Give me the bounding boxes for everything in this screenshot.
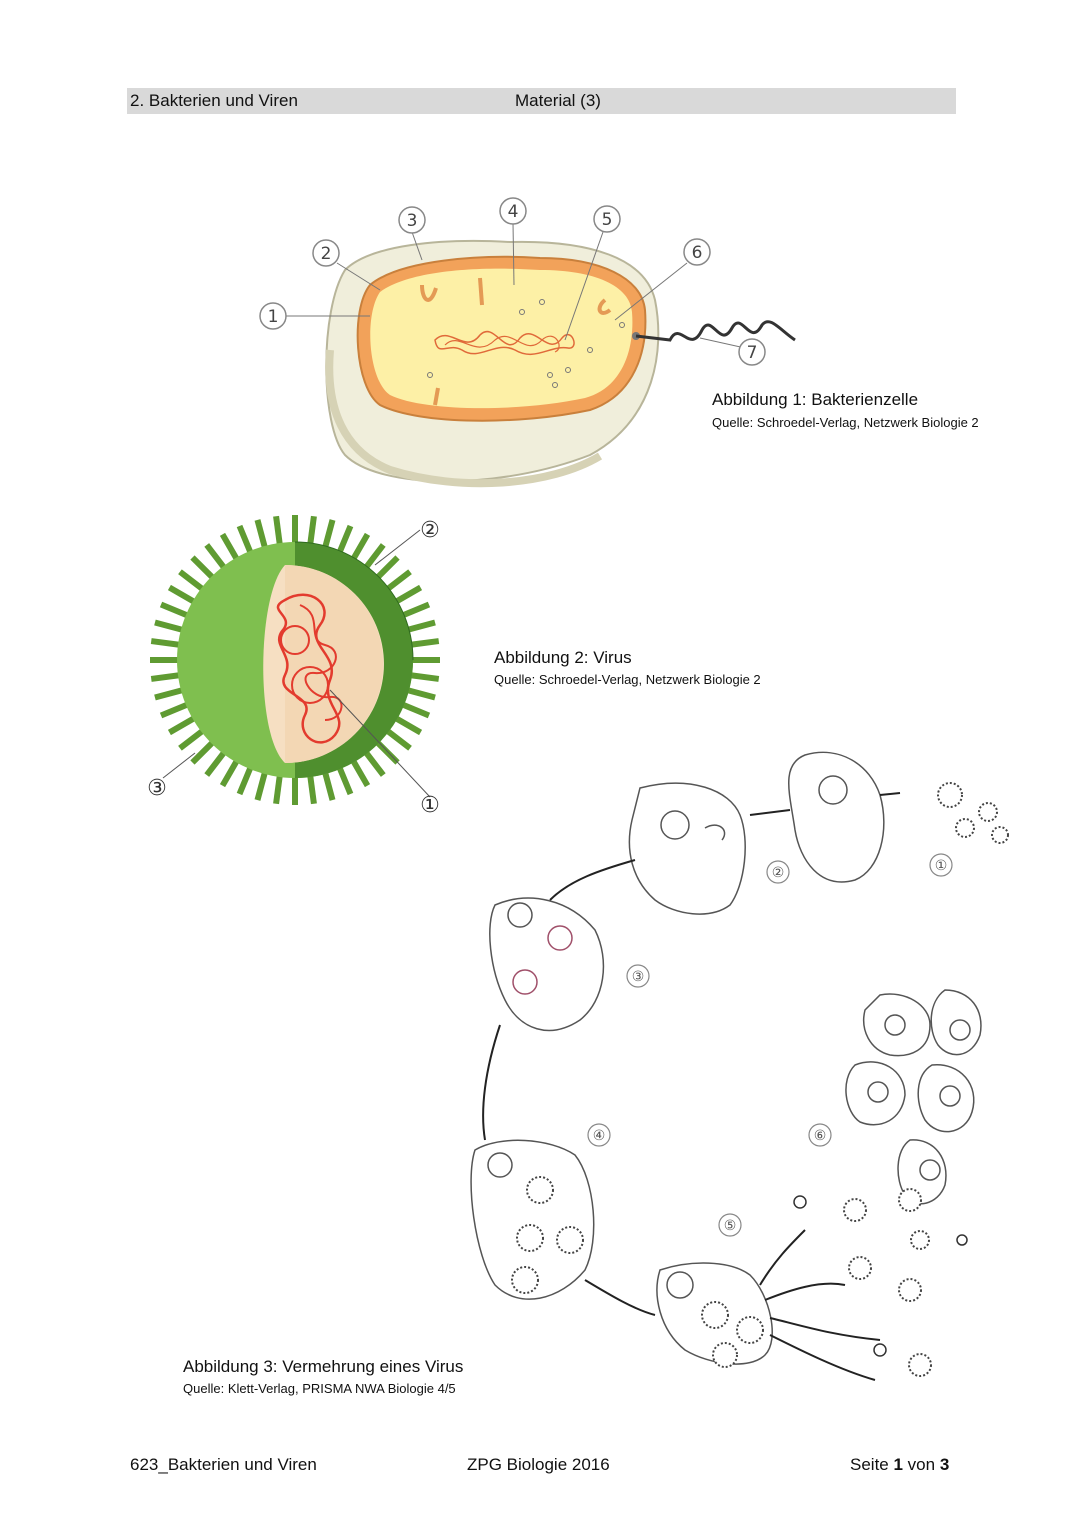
- figure1-source: Quelle: Schroedel-Verlag, Netzwerk Biolo…: [712, 415, 979, 431]
- figure1-caption: Abbildung 1: Bakterienzelle: [712, 390, 918, 410]
- page-current: 1: [893, 1455, 902, 1474]
- cell-label-5: 5: [602, 210, 613, 230]
- cycle-label-6: ⑥: [814, 1128, 827, 1144]
- cell-label-7: 7: [747, 343, 758, 363]
- figure1-source-prefix: Quelle:: [712, 415, 757, 430]
- cycle-label-1: ①: [935, 858, 948, 874]
- page-total: 3: [940, 1455, 949, 1474]
- figure1-source-text: Schroedel-Verlag, Netzwerk Biologie 2: [757, 415, 979, 430]
- figure2-source: Quelle: Schroedel-Verlag, Netzwerk Biolo…: [494, 672, 761, 688]
- cell-label-4: 4: [508, 202, 519, 222]
- page-prefix: Seite: [850, 1455, 893, 1474]
- footer-left: 623_Bakterien und Viren: [130, 1455, 317, 1475]
- cell-label-2: 2: [321, 244, 332, 264]
- header-bar: 2. Bakterien und Viren Material (3): [127, 88, 956, 114]
- figure3-caption: Abbildung 3: Vermehrung eines Virus: [183, 1357, 463, 1377]
- figure3-source-prefix: Quelle:: [183, 1381, 228, 1396]
- figure2-source-text: Schroedel-Verlag, Netzwerk Biologie 2: [539, 672, 761, 687]
- cell-label-3: 3: [407, 211, 418, 231]
- figure3-source-text: Klett-Verlag, PRISMA NWA Biologie 4/5: [228, 1381, 456, 1396]
- bacteria-cell-illustration: 1 2 3 4 5 6 7: [250, 190, 830, 500]
- section-title: 2. Bakterien und Viren: [130, 91, 298, 111]
- virus-label-1: ①: [420, 793, 440, 818]
- virus-replication-illustration: ① ② ③ ④ ⑤ ⑥: [460, 740, 1020, 1400]
- material-label: Material (3): [515, 91, 601, 111]
- cell-label-6: 6: [692, 243, 703, 263]
- cycle-label-4: ④: [593, 1128, 606, 1144]
- page-mid: von: [903, 1455, 940, 1474]
- cycle-label-2: ②: [772, 865, 785, 881]
- virus-label-3: ③: [147, 776, 167, 801]
- virus-illustration: ② ③ ①: [135, 505, 455, 825]
- figure2-caption: Abbildung 2: Virus: [494, 648, 632, 668]
- cell-label-1: 1: [268, 307, 279, 327]
- figure3-source: Quelle: Klett-Verlag, PRISMA NWA Biologi…: [183, 1381, 456, 1397]
- cycle-label-3: ③: [632, 969, 645, 985]
- footer-center: ZPG Biologie 2016: [467, 1455, 610, 1475]
- figure2-source-prefix: Quelle:: [494, 672, 539, 687]
- page-number: Seite 1 von 3: [850, 1455, 949, 1475]
- virus-label-2: ②: [420, 518, 440, 543]
- cycle-label-5: ⑤: [724, 1218, 737, 1234]
